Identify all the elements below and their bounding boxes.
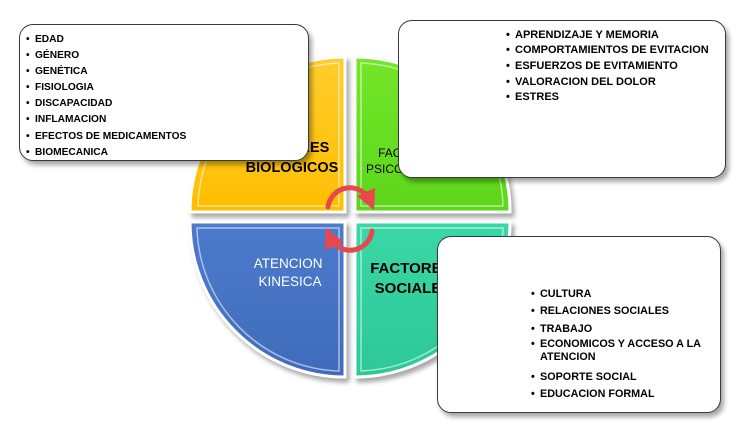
biologicos-details-box: EDAD GÉNERO GENÉTICA FISIOLOGIA DISCAPAC…: [19, 24, 309, 161]
list-item: GÉNERO: [26, 48, 302, 64]
list-item: CULTURA: [531, 286, 714, 304]
quadrant-atencion-kinesica: [188, 220, 347, 379]
list-item: EDAD: [26, 32, 302, 48]
list-item: VALORACION DEL DOLOR: [506, 75, 717, 91]
list-item: BIOMECANICA: [26, 145, 302, 161]
list-item: ECONOMICOS Y ACCESO A LA ATENCION: [531, 338, 714, 365]
list-item: GENÉTICA: [26, 64, 302, 80]
sociales-factor-list: CULTURA RELACIONES SOCIALES TRABAJO ECON…: [531, 286, 714, 404]
atencion-kinesica-label: ATENCION KINESICA: [254, 256, 327, 289]
list-item: RELACIONES SOCIALES: [531, 303, 714, 321]
psicologicos-details-box: APRENDIZAJE Y MEMORIA COMPORTAMIENTOS DE…: [398, 20, 726, 178]
list-item: APRENDIZAJE Y MEMORIA: [506, 28, 717, 44]
list-item: COMPORTAMIENTOS DE EVITACION: [506, 43, 717, 57]
list-item: DISCAPACIDAD: [26, 96, 302, 112]
list-item: EFECTOS DE MEDICAMENTOS: [26, 129, 302, 145]
cycle-arrows-icon: [324, 185, 376, 253]
list-item: FISIOLOGIA: [26, 80, 302, 96]
sociales-label: FACTORES SOCIALES: [370, 260, 456, 297]
list-item: INFLAMACION: [26, 112, 302, 128]
list-item: SOPORTE SOCIAL: [531, 369, 714, 387]
list-item: EDUCACION FORMAL: [531, 386, 714, 404]
list-item: ESFUERZOS DE EVITAMIENTO: [506, 59, 717, 75]
list-item: ESTRES: [506, 90, 717, 106]
psicologicos-factor-list: APRENDIZAJE Y MEMORIA COMPORTAMIENTOS DE…: [506, 28, 717, 106]
biologicos-factor-list: EDAD GÉNERO GENÉTICA FISIOLOGIA DISCAPAC…: [26, 32, 302, 161]
sociales-details-box: CULTURA RELACIONES SOCIALES TRABAJO ECON…: [437, 236, 721, 413]
list-item: TRABAJO: [531, 321, 714, 339]
